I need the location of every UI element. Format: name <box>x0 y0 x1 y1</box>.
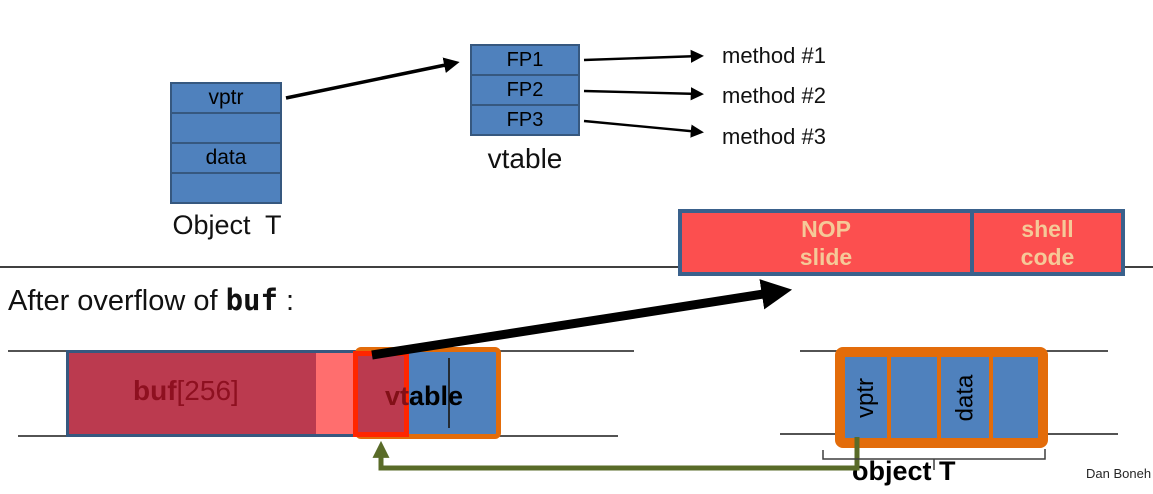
section-heading: After overflow of buf : <box>8 283 295 317</box>
data-label: data <box>205 146 247 169</box>
method-2-label: method #2 <box>722 83 826 108</box>
vtable-cell-fp3: FP3 <box>506 108 544 131</box>
object-t-title: Object T <box>172 210 282 240</box>
vtable-cell-fp1: FP1 <box>472 46 578 76</box>
vptr-to-buffer-green-arrow <box>372 437 860 471</box>
objT-cell-empty-2 <box>993 357 1038 438</box>
objT-cell-empty-1 <box>891 357 937 438</box>
vtable-cell-divider <box>448 358 450 428</box>
vtable-title: vtable <box>487 143 563 174</box>
object-t-box: vptr data <box>170 82 282 204</box>
overwritten-vptr-to-nop-arrow <box>371 279 793 360</box>
shell-code-cell: shell code <box>1020 215 1075 270</box>
author-credit: Dan Boneh <box>1086 466 1152 481</box>
object-cell-vptr: vptr <box>172 84 280 114</box>
vptr-to-vtable-arrow <box>285 57 460 100</box>
method-3-label: method #3 <box>722 124 826 149</box>
vtable-box: FP1 FP2 FP3 <box>470 44 580 136</box>
fp1-to-method1-arrow <box>583 49 704 63</box>
payload-box: NOP slide shell code <box>678 209 1125 276</box>
buf-overflow-salmon-strip <box>316 353 356 434</box>
buf-256-label: buf[256] <box>133 375 239 406</box>
method-1-label: method #1 <box>722 43 826 68</box>
fp3-to-method3-arrow <box>583 119 704 138</box>
vtable-cell-fp2: FP2 <box>472 76 578 106</box>
buf-overflow-box: buf[256] <box>66 350 408 437</box>
object-t-caption: object T <box>852 456 956 486</box>
buf-code-text: buf <box>225 283 278 317</box>
fp2-to-method2-arrow <box>583 87 704 101</box>
objT-cell-data: data <box>941 357 989 438</box>
object-t-memory-box: vptr data <box>835 347 1048 448</box>
object-cell-empty-2 <box>172 174 280 202</box>
objT-cell-vptr: vptr <box>845 357 887 438</box>
vptr-label: vptr <box>208 86 244 109</box>
object-cell-empty-1 <box>172 114 280 144</box>
vtable-overflow-label: vtable <box>385 381 464 411</box>
object-cell-data: data <box>172 144 280 174</box>
nop-slide-cell: NOP slide <box>682 213 974 272</box>
